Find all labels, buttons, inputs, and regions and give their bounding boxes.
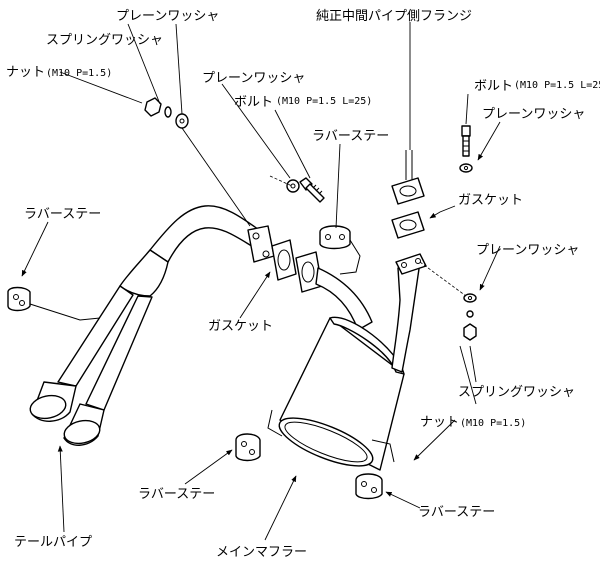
label-main-muffler: メインマフラー — [216, 545, 307, 560]
gasket-center-part — [271, 239, 297, 281]
label-rubber-stay-bottom-right: ラバーステー — [418, 505, 495, 520]
muffler-inlet-flange — [295, 251, 373, 331]
label-oem-flange: 純正中間パイプ側フランジ — [316, 9, 472, 24]
label-rubber-stay-mid: ラバーステー — [312, 129, 389, 144]
rubber-stay-bottom-right-part — [355, 473, 383, 500]
tail-pipe-flange — [247, 225, 275, 263]
right-inlet-pipe — [391, 253, 427, 373]
label-spring-washer-right: スプリングワッシャ — [458, 385, 575, 400]
label-gasket-right: ガスケット — [458, 193, 523, 208]
tail-pipe-part — [29, 205, 263, 446]
label-nut-right: ナット — [420, 415, 459, 430]
gasket-right-part — [391, 211, 425, 239]
label-bolt-right: ボルト — [474, 79, 513, 94]
rubber-stay-left-part — [7, 286, 101, 321]
rubber-stay-mid-part — [319, 225, 361, 275]
rubber-stay-bottom-left-part — [235, 433, 261, 462]
label-plain-washer-right2: プレーンワッシャ — [476, 243, 579, 258]
labels: プレーンワッシャ スプリングワッシャ ナット (M10 P=1.5) プレーンワ… — [6, 9, 600, 560]
fasteners-mid — [269, 175, 325, 203]
fasteners-right-top — [459, 125, 473, 173]
label-nut-top-spec: (M10 P=1.5) — [46, 68, 112, 79]
label-nut-right-spec: (M10 P=1.5) — [460, 418, 526, 429]
label-plain-washer-top: プレーンワッシャ — [116, 9, 219, 24]
label-tail-pipe: テールパイプ — [14, 535, 92, 550]
label-rubber-stay-left: ラバーステー — [24, 207, 101, 222]
label-nut-top: ナット — [6, 65, 45, 80]
label-spring-washer-top: スプリングワッシャ — [46, 33, 163, 48]
label-bolt-right-spec: (M10 P=1.5 L=25) — [514, 80, 600, 91]
fasteners-top-left — [144, 97, 189, 129]
label-bolt-mid: ボルト — [234, 95, 273, 110]
label-plain-washer-right: プレーンワッシャ — [482, 107, 585, 122]
main-muffler-part — [267, 316, 405, 471]
label-bolt-mid-spec: (M10 P=1.5 L=25) — [276, 96, 372, 107]
label-rubber-stay-bottom-left: ラバーステー — [138, 487, 215, 502]
oem-flange-part — [391, 150, 425, 205]
leader-lines — [21, 22, 501, 541]
fasteners-right-bottom — [419, 261, 477, 341]
label-gasket-center: ガスケット — [208, 319, 273, 334]
label-plain-washer-mid: プレーンワッシャ — [202, 71, 305, 86]
